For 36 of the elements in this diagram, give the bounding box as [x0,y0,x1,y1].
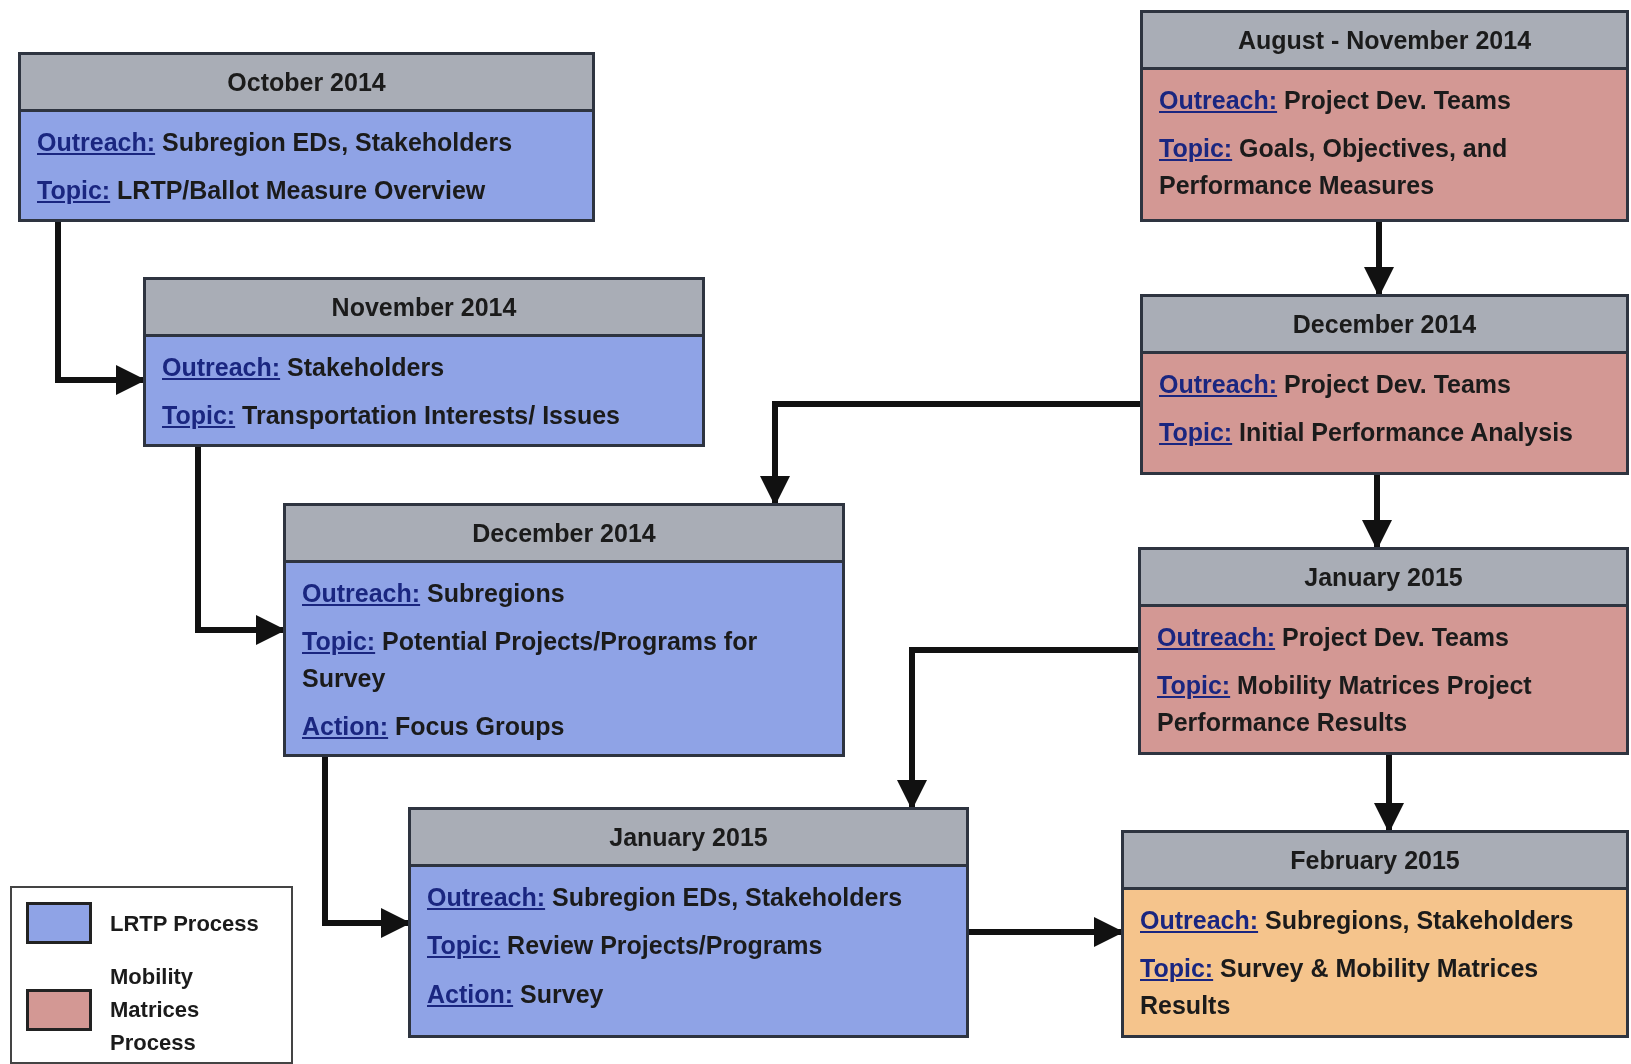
item-text: Outreach: Project Dev. Teams [1159,369,1512,400]
item-text: Outreach: Subregions, Stakeholders [1140,905,1575,936]
item-text: Topic: Survey & Mobility Matrices Results [1140,953,1540,1021]
item-text: Topic: Mobility Matrices Project Performance Results [1157,670,1533,738]
date-header: December 2014 [1143,297,1626,354]
date-header: February 2015 [1124,833,1626,890]
process-box [1121,830,1629,1038]
date-header: November 2014 [146,280,702,337]
date-header: December 2014 [286,506,842,563]
item-text: Action: Focus Groups [302,710,566,742]
legend-text: Mobility Matrices Process [110,963,201,1057]
process-box [283,503,845,757]
item-text: Topic: Potential Projects/Programs for Survey [302,626,759,694]
item-text: Outreach: Project Dev. Teams [1159,85,1512,116]
item-text: Topic: Initial Performance Analysis [1159,417,1574,449]
date-header: August - November 2014 [1143,13,1626,70]
process-box [1138,547,1629,755]
process-box [408,807,969,1038]
item-text: Topic: LRTP/Ballot Measure Overview [37,175,487,207]
process-box [143,277,705,447]
item-text: Outreach: Stakeholders [162,352,446,383]
date-header: January 2015 [1141,550,1626,607]
process-box [1140,294,1629,475]
item-text: Outreach: Subregions [302,578,566,609]
item-text: Topic: Review Projects/Programs [427,930,824,962]
legend-text: LRTP Process [110,909,260,938]
item-text: Topic: Goals, Objectives, and Performance Measures [1159,133,1509,201]
item-text: Outreach: Subregion EDs, Stakeholders [37,127,514,158]
process-box [1140,10,1629,222]
item-text: Outreach: Subregion EDs, Stakeholders [427,882,904,913]
item-text: Action: Survey [427,978,605,1010]
date-header: October 2014 [21,55,592,112]
item-text: Topic: Transportation Interests/ Issues [162,400,621,432]
item-text: Outreach: Project Dev. Teams [1157,622,1510,653]
process-box [18,52,595,222]
date-header: January 2015 [411,810,966,867]
